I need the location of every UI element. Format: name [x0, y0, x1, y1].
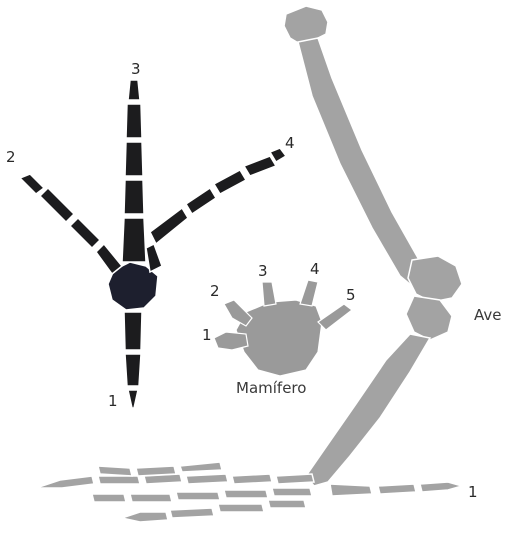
front-toe-a5	[98, 476, 140, 484]
ankle-joint	[406, 296, 452, 340]
digit-4-bird	[146, 148, 286, 272]
digit-1-bird	[124, 312, 142, 408]
front-toe-c2	[218, 504, 264, 512]
mammal-digit-2	[224, 300, 252, 326]
label-bird-digit-2: 2	[6, 148, 16, 166]
front-toe-a-claw	[36, 476, 94, 488]
label-bird-digit-4: 4	[285, 134, 295, 152]
front-toe-b5	[92, 494, 126, 502]
label-bird-toe-1: 1	[468, 483, 478, 501]
label-bird-digit-1: 1	[108, 392, 118, 410]
front-toe-a1	[276, 474, 314, 484]
bird-leg	[36, 6, 462, 522]
label-mammal-digit-3: 3	[258, 262, 268, 280]
front-toe-b3	[176, 492, 220, 500]
front-toe-c4	[122, 512, 168, 522]
mammal-digit-4	[300, 280, 318, 306]
digit-3-bird	[122, 80, 146, 262]
femur-head	[284, 6, 328, 44]
label-mammal-digit-1: 1	[202, 326, 212, 344]
hallux-claw	[420, 482, 462, 492]
mammal-digit-3	[262, 282, 276, 306]
front-toe-a3	[186, 474, 228, 484]
mammal-digit-5	[318, 304, 352, 330]
knee-joint	[408, 256, 462, 302]
label-mammal-digit-4: 4	[310, 260, 320, 278]
hallux-phalanx	[378, 484, 416, 494]
front-toe-b4	[130, 494, 172, 502]
mammal-digit-1	[214, 332, 248, 350]
front-toe-d3	[98, 466, 132, 476]
mammal-foot	[214, 280, 352, 376]
label-mammal-digit-2: 2	[210, 282, 220, 300]
hallux	[330, 484, 372, 496]
front-toe-d2	[136, 466, 176, 476]
label-bird-caption: Ave	[474, 306, 502, 324]
label-mammal-digit-5: 5	[346, 286, 356, 304]
front-toe-b1	[272, 488, 312, 496]
front-toe-c1	[268, 500, 306, 508]
label-mammal-caption: Mamífero	[236, 379, 306, 397]
mammal-palm	[236, 300, 322, 376]
bird-foot	[20, 80, 286, 408]
tarsometatarsus	[306, 334, 430, 486]
tibiotarsus	[298, 38, 426, 286]
label-bird-digit-3: 3	[131, 60, 141, 78]
front-toe-d1	[180, 462, 222, 472]
front-toe-a2	[232, 474, 272, 484]
front-toe-c3	[170, 508, 214, 518]
digit-2-bird	[20, 174, 122, 274]
front-toe-b2	[224, 490, 268, 498]
